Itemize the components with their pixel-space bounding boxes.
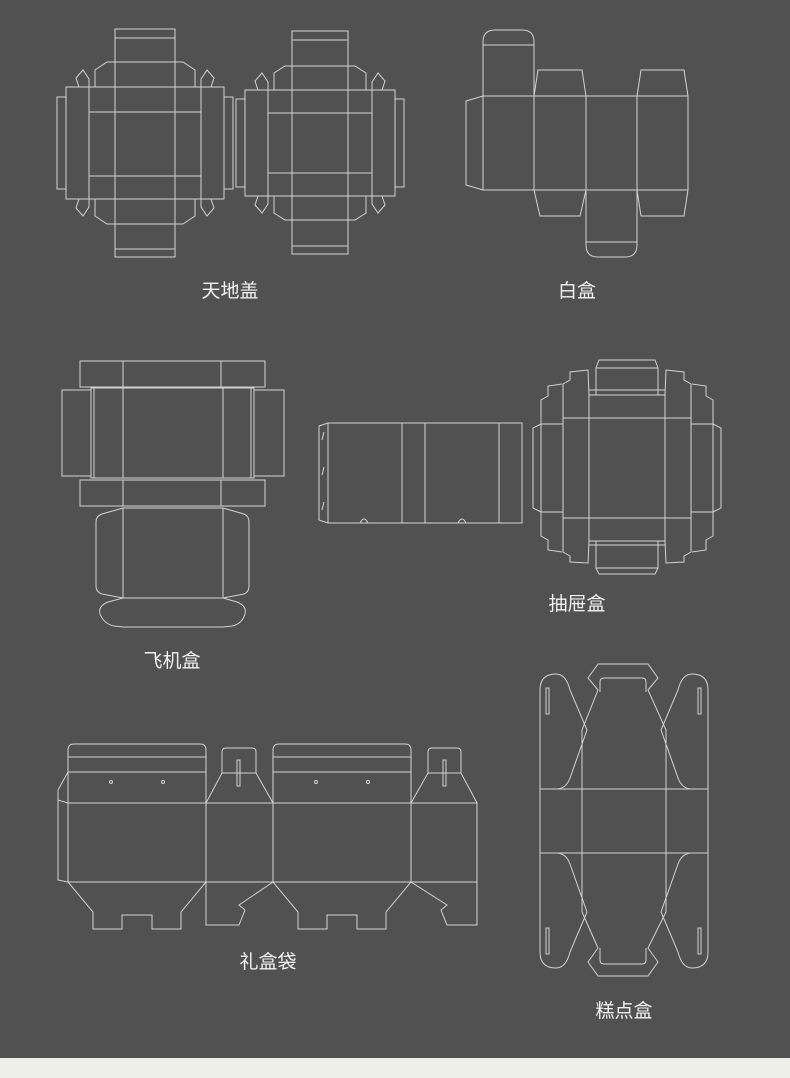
label-tiandigai: 天地盖 [201,280,259,302]
footer-strip [0,1058,790,1078]
label-feijihe: 飞机盒 [143,650,201,672]
tiandigai-left-tray [56,28,234,258]
tiandigai-right-tray [235,30,405,255]
label-baihe: 白盒 [557,280,596,302]
label-choutihe: 抽屉盒 [548,593,606,615]
label-gaodianhe: 糕点盒 [595,1000,653,1022]
label-lihedai: 礼盒袋 [239,951,297,973]
